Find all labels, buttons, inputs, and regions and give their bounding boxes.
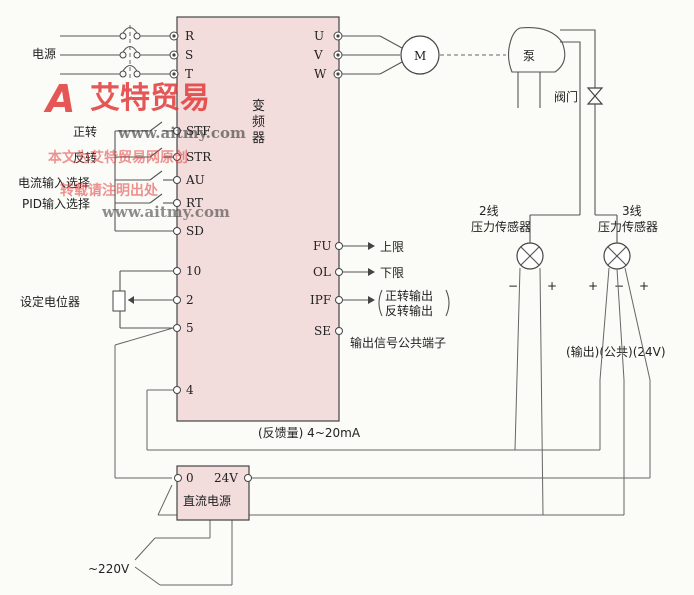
ipf-bracket-left	[378, 289, 383, 317]
valve-icon	[579, 80, 604, 140]
svg-text:10: 10	[186, 264, 201, 278]
valve-label: 阀门	[554, 89, 578, 104]
sensor2-icon	[516, 140, 581, 270]
sensor2-minus: −	[508, 279, 518, 293]
terminal-w: W	[314, 67, 343, 81]
ac-input-label: ~220V	[88, 562, 130, 576]
terminal-u: U	[314, 29, 343, 43]
pump: 泵	[507, 27, 596, 108]
svg-text:2: 2	[186, 293, 194, 307]
sensor3-line2: 压力传感器	[598, 219, 658, 234]
terminal-s: S	[169, 48, 193, 62]
terminal-au: AU	[173, 173, 205, 187]
potentiometer-label: 设定电位器	[20, 294, 80, 309]
dc-power-box	[176, 465, 250, 521]
svg-text:V: V	[313, 48, 323, 62]
watermark-url-1: www.aitmy.com	[117, 124, 246, 142]
pid-input-label: PID输入选择	[22, 196, 90, 211]
ipf-label-2: 反转输出	[385, 303, 433, 318]
terminal-t: T	[169, 67, 193, 81]
inverter-label-1: 变	[252, 98, 265, 114]
reverse-label: 反转	[73, 150, 97, 165]
feedback-label: (反馈量) 4~20mA	[258, 426, 361, 440]
sensor2-plus: +	[547, 279, 557, 293]
potentiometer	[112, 270, 173, 329]
motor: M	[400, 35, 440, 75]
dc-power-label: 直流电源	[183, 494, 231, 508]
watermark: A 艾特贸易 www.aitmy.com 本文为艾特贸易网原创 转载请注明出处 …	[43, 77, 246, 221]
ipf-label-1: 正转输出	[385, 288, 433, 303]
svg-text:SD: SD	[186, 224, 204, 238]
sensor-wiring	[514, 267, 651, 516]
watermark-line-3: 转载请注明出处	[60, 182, 159, 199]
sensor3-icon	[594, 140, 631, 270]
svg-text:5: 5	[186, 321, 194, 335]
terminal-r: R	[169, 29, 195, 43]
sensor3-plus1: +	[588, 279, 598, 293]
svg-text:FU: FU	[313, 239, 331, 253]
svg-text:STR: STR	[186, 150, 212, 164]
motor-label: M	[414, 49, 426, 63]
se-label: 输出信号公共端子	[350, 335, 446, 350]
svg-text:S: S	[185, 48, 193, 62]
terminal-sd: SD	[173, 224, 204, 238]
svg-text:W: W	[314, 67, 327, 81]
sensor2-line2: 压力传感器	[471, 219, 531, 234]
sensor3-caption: (输出)(公共)(24V)	[566, 344, 666, 359]
dc-terminal-0: 0	[174, 471, 194, 485]
input-switches	[114, 121, 173, 232]
inverter-label-3: 器	[252, 131, 265, 146]
svg-text:4: 4	[186, 383, 194, 397]
terminal-fu: FU	[313, 239, 375, 253]
watermark-url-2: www.aitmy.com	[101, 203, 230, 221]
svg-text:STF: STF	[186, 124, 211, 138]
terminal-2: 2	[173, 293, 194, 307]
forward-label: 正转	[73, 124, 97, 139]
svg-text:OL: OL	[313, 265, 331, 279]
upper-limit-label: 上限	[380, 240, 404, 254]
terminal-se: SE	[314, 324, 343, 338]
svg-text:T: T	[185, 67, 193, 81]
svg-text:AU: AU	[185, 173, 205, 187]
terminal-ol: OL	[313, 265, 375, 279]
terminal-4: 4	[173, 383, 194, 397]
terminal-10: 10	[173, 264, 201, 278]
sensor3-minus: −	[614, 279, 624, 293]
lower-limit-label: 下限	[380, 266, 404, 280]
feedback-wiring	[114, 327, 650, 586]
motor-wiring	[342, 35, 403, 75]
svg-text:SE: SE	[314, 324, 331, 338]
svg-text:24V: 24V	[214, 471, 238, 485]
svg-text:RT: RT	[186, 196, 203, 210]
sensor3-plus2: +	[639, 279, 649, 293]
sensor3-line1: 3线	[622, 204, 642, 218]
dc-terminal-24v: 24V	[214, 471, 252, 485]
inverter-label-2: 频	[252, 115, 265, 130]
watermark-line-2: 本文为艾特贸易网原创	[48, 149, 188, 166]
terminal-5: 5	[173, 321, 194, 335]
svg-text:0: 0	[186, 471, 194, 485]
current-input-label: 电流输入选择	[18, 175, 90, 190]
supply-label: 电源	[32, 47, 56, 61]
svg-text:R: R	[185, 29, 195, 43]
inverter-box	[176, 16, 340, 422]
terminal-rt: RT	[173, 196, 203, 210]
supply-breaker	[60, 25, 170, 80]
svg-text:IPF: IPF	[310, 293, 331, 307]
sensor2-line1: 2线	[479, 204, 499, 218]
terminal-str: STR	[173, 150, 212, 164]
svg-text:U: U	[314, 29, 324, 43]
terminal-ipf: IPF	[310, 293, 375, 307]
pump-label: 泵	[523, 49, 535, 63]
ipf-bracket-right	[445, 289, 450, 317]
terminal-stf: STF	[173, 124, 211, 138]
watermark-logo-icon: A	[43, 77, 75, 121]
watermark-logo-text: 艾特贸易	[90, 81, 210, 116]
